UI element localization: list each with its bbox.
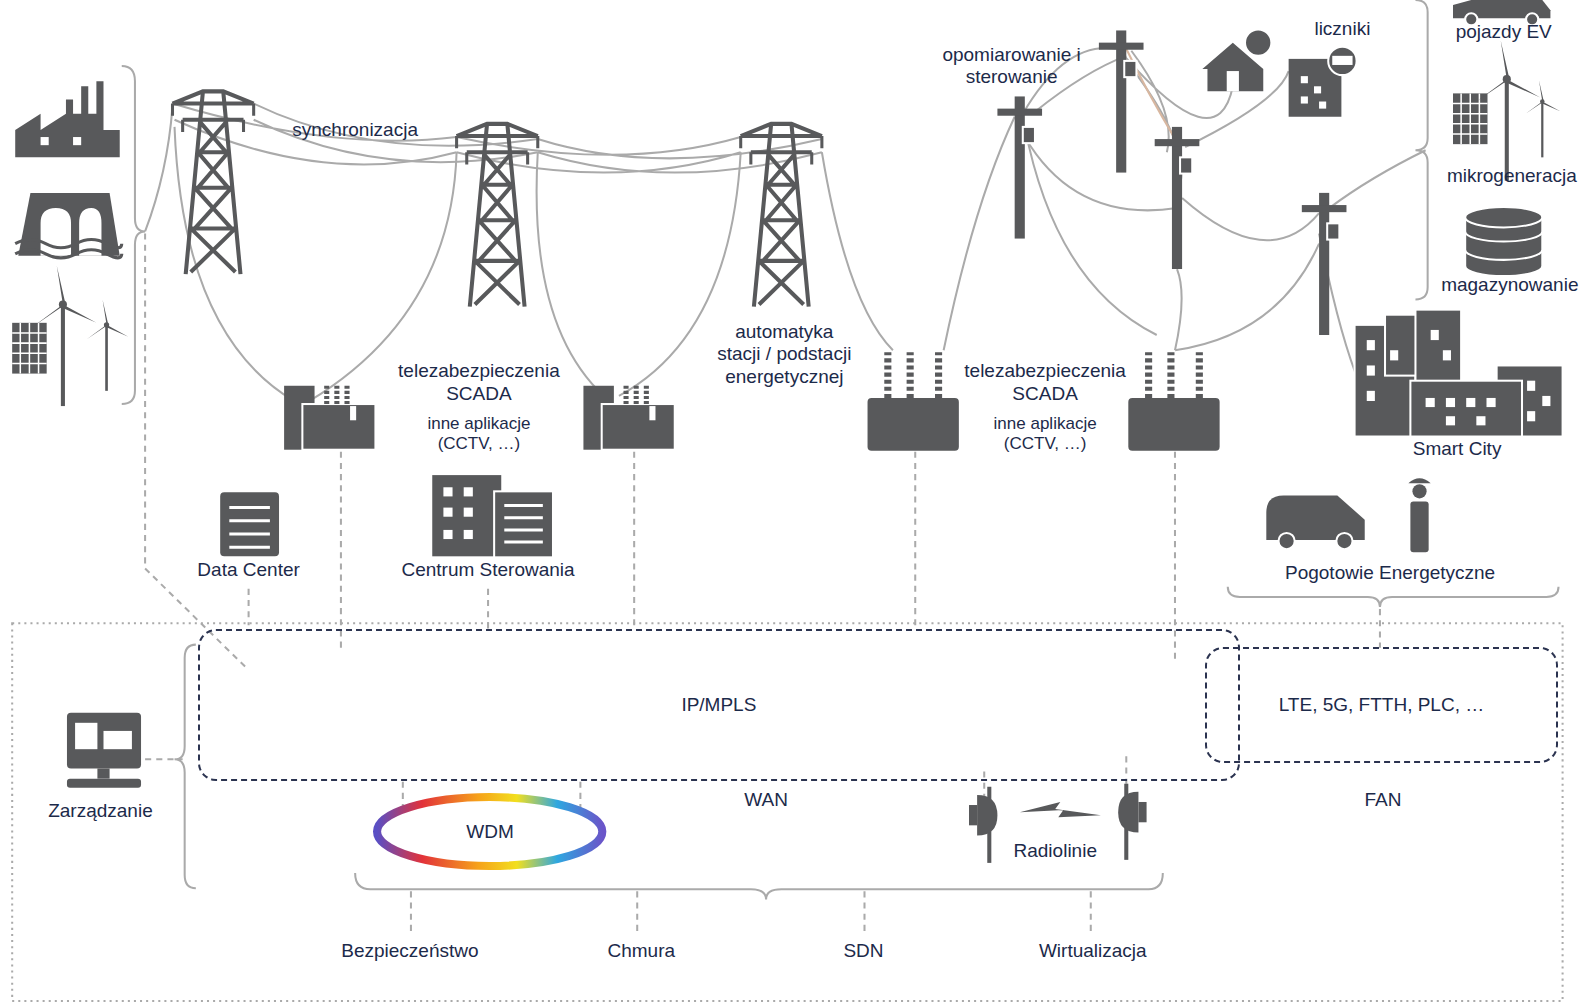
- sync-label: synchronizacja: [292, 119, 418, 142]
- control-centre-label: Centrum Sterowania: [401, 559, 574, 582]
- emergency-label: Pogotowie Energetyczne: [1285, 562, 1495, 585]
- fan-label: FAN: [1365, 789, 1402, 812]
- storage-label: magazynowanie: [1441, 274, 1578, 297]
- feature-label: Chmura: [607, 940, 675, 963]
- ev-label: pojazdy EV: [1456, 21, 1552, 44]
- node-text: LTE, 5G, FTTH, PLC, …: [1279, 694, 1485, 716]
- dashed-link: [402, 782, 404, 809]
- wan-label: WAN: [744, 789, 788, 812]
- substation-automation-label: automatyka stacji / podstacji energetycz…: [712, 321, 856, 389]
- datacenter-label: Data Center: [197, 559, 299, 582]
- meter-label: liczniki: [1314, 18, 1370, 41]
- node-text: IP/MPLS: [681, 694, 756, 716]
- metering-label: opomiarowanie i sterowanie: [936, 44, 1088, 90]
- microgen-label: mikrogeneracja: [1447, 165, 1577, 188]
- wdm-ring: WDM: [373, 793, 606, 870]
- scada-label: telezabezpieczenia SCADA: [377, 360, 580, 406]
- scada-label: telezabezpieczenia SCADA: [944, 360, 1147, 406]
- apps-label: inne aplikacje (CCTV, …): [974, 414, 1116, 455]
- feature-label: SDN: [843, 940, 883, 963]
- dashed-link: [579, 782, 581, 810]
- smart-city-label: Smart City: [1413, 438, 1502, 461]
- management-label: Zarządzanie: [48, 800, 153, 823]
- node-text: WDM: [466, 821, 513, 843]
- feature-label: Bezpieczeństwo: [341, 940, 478, 963]
- feature-label: Wirtualizacja: [1039, 940, 1147, 963]
- radio-label: Radiolinie: [1014, 840, 1097, 863]
- network-box: LTE, 5G, FTTH, PLC, …: [1205, 647, 1557, 763]
- network-box: IP/MPLS: [198, 629, 1240, 781]
- apps-label: inne aplikacje (CCTV, …): [408, 414, 550, 455]
